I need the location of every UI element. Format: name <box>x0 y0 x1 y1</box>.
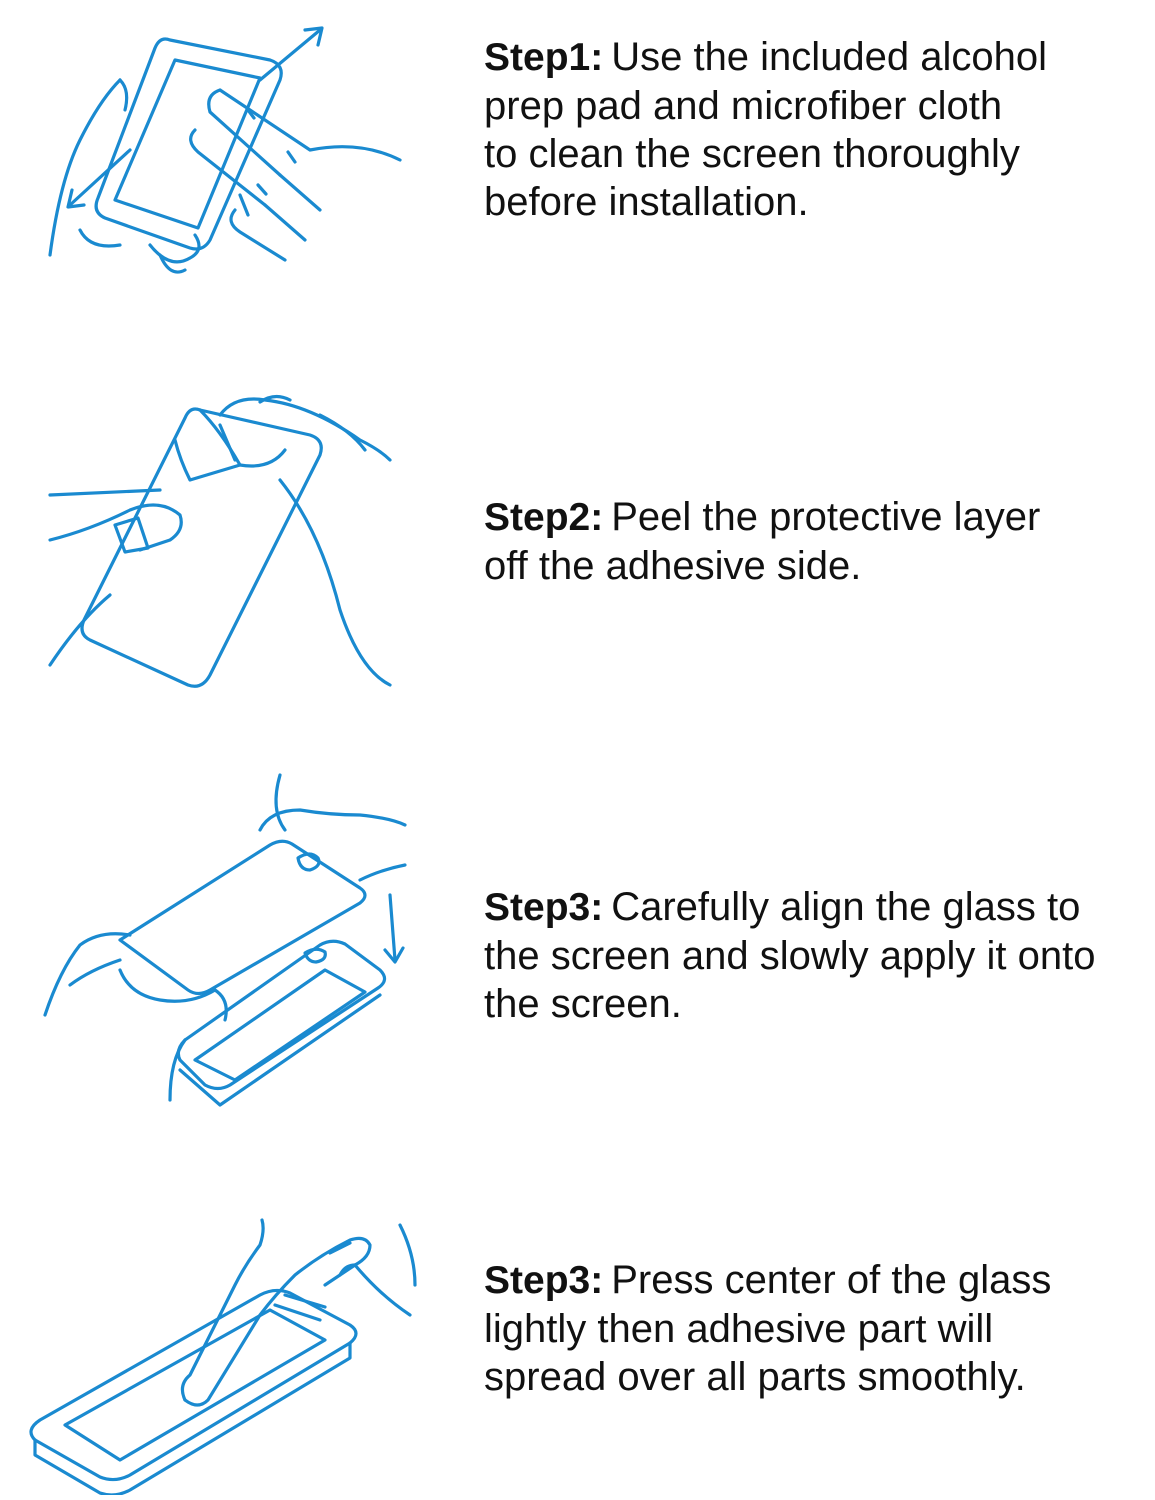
clean-screen-illustration <box>20 0 420 285</box>
step-1-text: Step1:Use the included alcohol prep pad … <box>484 33 1154 226</box>
step-3-line-2: the screen and slowly apply it onto <box>484 934 1096 978</box>
step-4-line-1: Press center of the glass <box>611 1258 1052 1302</box>
step-4-label: Step3: <box>484 1259 604 1302</box>
step-4-line-2: lightly then adhesive part will <box>484 1307 994 1351</box>
step-1-label: Step1: <box>484 36 604 79</box>
step-3-label: Step3: <box>484 886 604 929</box>
align-glass-illustration <box>20 770 420 1110</box>
step-1: Step1:Use the included alcohol prep pad … <box>0 0 1155 290</box>
step-3-line-3: the screen. <box>484 982 682 1026</box>
step-2-line-1: Peel the protective layer <box>611 495 1041 539</box>
step-2-label: Step2: <box>484 496 604 539</box>
step-3-text: Step3:Carefully align the glass to the s… <box>484 883 1154 1028</box>
step-4-line-3: spread over all parts smoothly. <box>484 1355 1026 1399</box>
peel-layer-illustration <box>20 380 420 695</box>
step-4-text: Step3:Press center of the glass lightly … <box>484 1256 1154 1401</box>
step-4: Step3:Press center of the glass lightly … <box>0 1215 1155 1500</box>
step-2-text: Step2:Peel the protective layer off the … <box>484 493 1154 590</box>
step-2-line-2: off the adhesive side. <box>484 544 862 588</box>
step-1-line-4: before installation. <box>484 180 809 224</box>
step-1-line-1: Use the included alcohol <box>611 35 1048 79</box>
step-3-line-1: Carefully align the glass to <box>611 885 1081 929</box>
press-center-illustration <box>20 1215 420 1495</box>
step-1-line-2: prep pad and microfiber cloth <box>484 84 1003 128</box>
step-2: Step2:Peel the protective layer off the … <box>0 380 1155 700</box>
step-3: Step3:Carefully align the glass to the s… <box>0 770 1155 1115</box>
step-1-line-3: to clean the screen thoroughly <box>484 132 1020 176</box>
